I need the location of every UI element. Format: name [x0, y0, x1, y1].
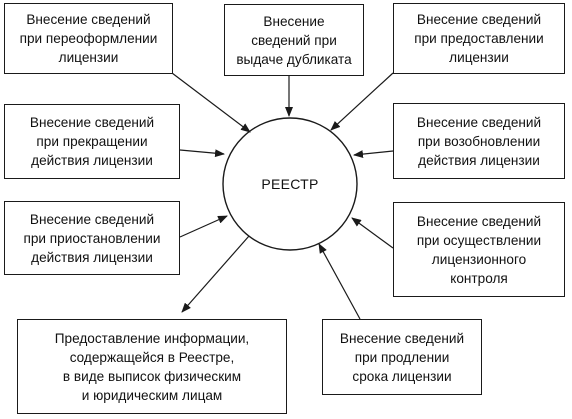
registry-label: РЕЕСТР — [261, 176, 319, 192]
box-granting-line: Внесение сведений — [416, 12, 542, 27]
arrow-termination-to-registry — [179, 149, 225, 158]
box-duplicate-line: Внесение — [263, 13, 325, 29]
box-control: Внесение сведений при осуществлении лице… — [393, 202, 565, 297]
box-reissue-line: лицензии — [58, 50, 119, 65]
box-suspension: Внесение сведений при приостановлении де… — [4, 201, 180, 275]
box-resumption-line: при возобновлении — [417, 133, 541, 149]
box-granting-line: лицензии — [449, 50, 509, 65]
box-duplicate: Внесение сведений при выдаче дубликата — [224, 4, 364, 76]
box-termination: Внесение сведений при прекращении действ… — [4, 104, 180, 179]
box-extension-line: срока лицензии — [352, 368, 452, 384]
box-info: Предоставление информации, содержащейся … — [17, 319, 287, 414]
box-suspension-line: Внесение сведений — [29, 211, 155, 227]
arrow-resumption-to-registry — [353, 150, 394, 159]
box-control-line: контроля — [450, 270, 508, 286]
arrow-registry-to-info — [181, 235, 250, 313]
box-suspension-line: действия лицензии — [31, 249, 153, 265]
arrow-suspension-to-registry — [179, 215, 228, 238]
box-termination-line: Внесение сведений — [29, 115, 155, 130]
arrow-extension-to-registry — [318, 243, 361, 320]
box-info-line: в виде выписок физическим — [62, 368, 242, 384]
arrow-reissue-to-registry — [171, 72, 251, 133]
box-control-line: Внесение сведений — [416, 213, 542, 229]
arrow-control-to-registry — [351, 217, 394, 249]
box-extension: Внесение сведений при продлении срока ли… — [322, 319, 482, 395]
box-resumption-line: действия лицензии — [418, 152, 540, 168]
box-info-line: Предоставление информации, — [54, 330, 250, 346]
box-info-line: и юридическим лицам — [81, 387, 223, 403]
box-reissue-line: Внесение сведений — [26, 12, 151, 27]
box-termination-line: при прекращении — [36, 134, 148, 149]
arrow-granting-to-registry — [330, 72, 394, 131]
box-control-line: лицензионного — [431, 251, 527, 267]
box-reissue: Внесение сведений при переоформлении лиц… — [4, 3, 173, 74]
box-duplicate-line: сведений при — [251, 32, 337, 48]
box-suspension-line: при приостановлении — [23, 230, 161, 246]
box-termination-line: действия лицензии — [31, 153, 153, 168]
box-info-line: содержащейся в Реестре, — [69, 349, 235, 365]
box-resumption: Внесение сведений при возобновлении дейс… — [393, 103, 565, 179]
box-resumption-line: Внесение сведений — [416, 114, 542, 130]
box-control-line: при осуществлении — [416, 232, 542, 248]
box-extension-line: Внесение сведений — [339, 330, 465, 346]
box-granting: Внесение сведений при предоставлении лиц… — [393, 3, 565, 74]
registry-circle — [222, 117, 358, 251]
box-extension-line: при продлении — [354, 349, 450, 365]
box-duplicate-line: выдаче дубликата — [236, 51, 352, 67]
box-reissue-line: при переоформлении — [19, 31, 158, 46]
box-granting-line: при предоставлении — [414, 31, 544, 46]
